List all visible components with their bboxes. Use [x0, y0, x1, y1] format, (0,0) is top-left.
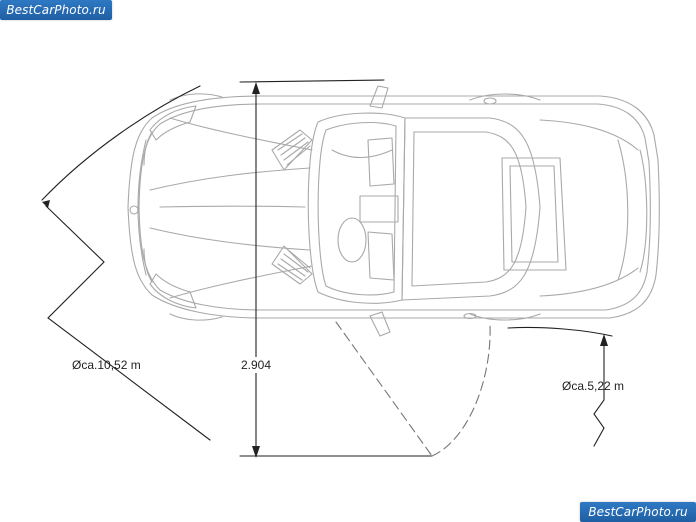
front-wheel-arch-bottom: [169, 313, 223, 321]
front-intake-left: [143, 131, 153, 166]
hood-vent-left: [271, 129, 313, 171]
rear-wheel-arch-bottom: [469, 313, 541, 321]
watermark-top-text: BestCarPhoto.ru: [6, 3, 106, 17]
front-intake-right: [143, 248, 153, 283]
car-body-outline: [127, 95, 660, 319]
seat-left: [367, 137, 395, 187]
dimension-lines: [41, 79, 613, 457]
seat-right: [367, 231, 395, 281]
hood-outer-line-right: [169, 265, 313, 299]
rear-window: [501, 157, 567, 271]
rear-wheel-arch-top: [469, 93, 541, 101]
hood-vent-right: [271, 245, 313, 285]
front-bumper-line: [137, 139, 147, 276]
turning-circle-leader: [45, 205, 211, 441]
left-headlight: [149, 105, 197, 141]
wheelbase-label-bg: [236, 357, 276, 373]
dimension-labels: Øca.10,52 m 2.904 Øca.5,22 m: [72, 357, 624, 393]
watermark-bottom-text: BestCarPhoto.ru: [588, 505, 688, 519]
trunk-line-left: [539, 119, 639, 151]
turning-circle-label: Øca.10,52 m: [72, 358, 141, 372]
door-swing-arc: [431, 323, 491, 457]
arrow-turning-circle: [42, 200, 50, 208]
windshield-inner: [317, 122, 397, 296]
fuel-cap: [483, 97, 497, 105]
wheelbase-label: 2.904: [241, 358, 271, 372]
rear-spoiler: [617, 139, 629, 281]
right-mirror: [369, 311, 391, 337]
door-circle-arc: [507, 326, 613, 337]
roof: [401, 117, 541, 301]
watermark-bottom: BestCarPhoto.ru: [580, 502, 696, 522]
door-swing-radius: [335, 321, 433, 457]
side-marker: [463, 312, 477, 320]
front-wheel-arch-top: [169, 93, 223, 101]
windshield: [307, 112, 406, 304]
arrow-door-circle: [600, 334, 608, 346]
right-headlight: [149, 273, 197, 309]
turning-circle-arc: [41, 85, 201, 201]
rear-window-inner: [509, 165, 559, 263]
car-top-view: [127, 85, 660, 337]
hood-center-line: [159, 205, 306, 208]
car-body-inner-line: [138, 103, 651, 311]
roof-panel: [411, 131, 527, 287]
rear-bumper-line: [639, 149, 648, 273]
arrowheads: [42, 82, 608, 458]
watermark-top: BestCarPhoto.ru: [0, 0, 112, 20]
door-circle-leader: [593, 339, 605, 447]
arrow-wheelbase-top: [252, 82, 260, 94]
door-swing-label: Øca.5,22 m: [562, 379, 624, 393]
hood-crease-right: [149, 227, 311, 251]
steering-wheel: [337, 217, 367, 263]
hood-crease-left: [149, 167, 311, 191]
wheelbase-ext-top: [239, 79, 385, 83]
left-mirror: [369, 85, 389, 109]
arrow-wheelbase-bottom: [252, 446, 260, 458]
center-console: [359, 195, 399, 223]
trunk-line-right: [539, 267, 639, 297]
hood-emblem: [129, 205, 139, 215]
dashboard-line: [331, 149, 393, 158]
hood-outer-line-left: [169, 117, 313, 151]
